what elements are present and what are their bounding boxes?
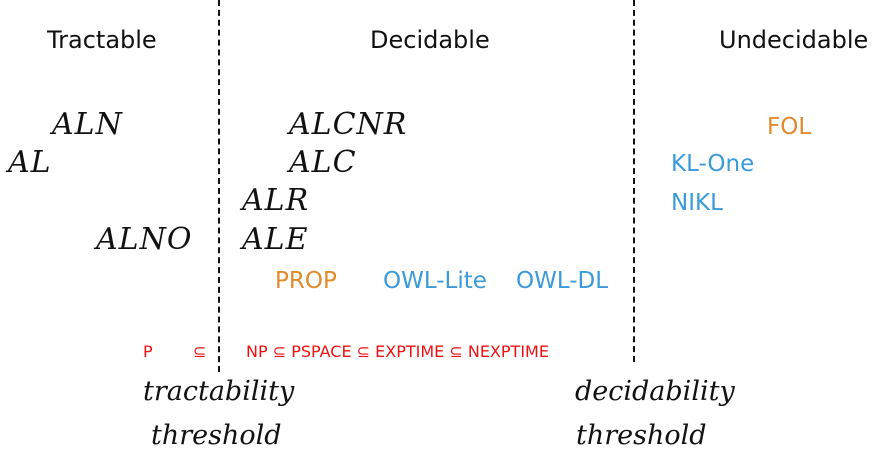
class-p: P xyxy=(143,342,153,361)
logic-alr: ALR xyxy=(242,183,310,218)
tractability-boundary-line xyxy=(218,0,220,372)
decidability-threshold-line2: threshold xyxy=(576,420,707,451)
system-owl-dl: OWL-DL xyxy=(516,268,609,294)
logic-ale: ALE xyxy=(242,222,309,257)
decidability-threshold-line1: decidability xyxy=(575,376,735,407)
system-fol: FOL xyxy=(767,114,812,140)
tractability-threshold-line1: tractability xyxy=(143,376,295,407)
header-decidable: Decidable xyxy=(370,26,490,54)
tractability-threshold-line2: threshold xyxy=(151,420,282,451)
logic-aln: ALN xyxy=(52,107,123,142)
logic-alcnr: ALCNR xyxy=(289,107,408,142)
header-tractable: Tractable xyxy=(47,26,157,54)
class-chain: NP ⊆ PSPACE ⊆ EXPTIME ⊆ NEXPTIME xyxy=(246,342,549,361)
decidability-boundary-line xyxy=(633,0,635,362)
logic-al: AL xyxy=(8,145,52,180)
subset-symbol: ⊆ xyxy=(193,342,207,361)
logic-alno: ALNO xyxy=(96,222,193,257)
system-owl-lite: OWL-Lite xyxy=(383,268,487,294)
system-kl-one: KL-One xyxy=(671,151,755,177)
header-undecidable: Undecidable xyxy=(719,26,869,54)
logic-alc: ALC xyxy=(289,145,357,180)
system-prop: PROP xyxy=(275,268,337,294)
system-nikl: NIKL xyxy=(671,190,723,216)
